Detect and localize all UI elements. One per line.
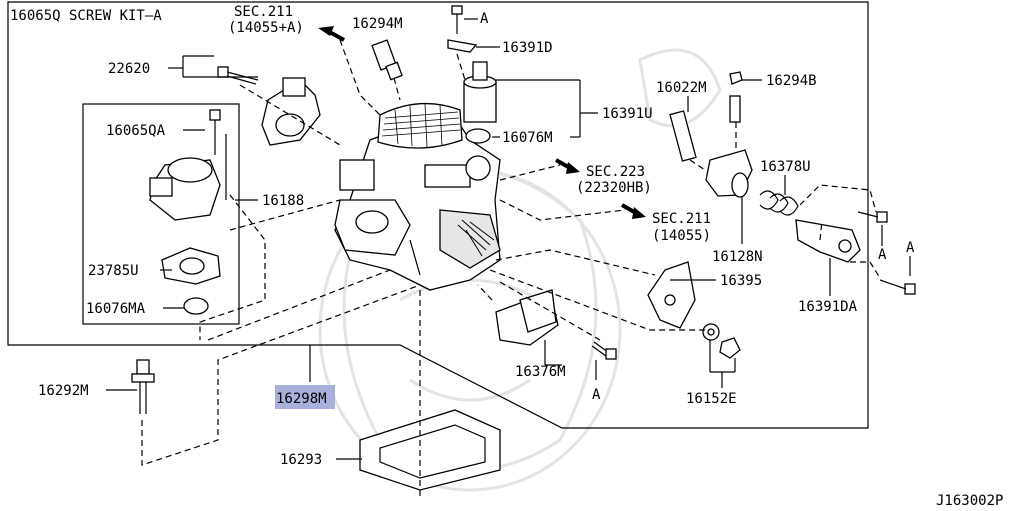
gasket-16293 <box>359 409 501 491</box>
label-a-top: A <box>480 11 489 27</box>
sensor-16188 <box>149 109 221 221</box>
label-16076MA: 16076MA <box>86 301 146 317</box>
throttle-body-assembly <box>334 102 501 291</box>
arrow-sec211-mid <box>621 203 646 219</box>
label-16378U: 16378U <box>760 159 811 175</box>
screw-22620 <box>217 66 259 85</box>
spring-16378U <box>759 190 799 216</box>
bolt-16376M <box>591 341 617 360</box>
oring-16076MA <box>183 297 209 315</box>
screw-16391D <box>447 5 478 53</box>
label-16022M: 16022M <box>656 80 707 96</box>
label-sec223-sub: (22320HB) <box>576 180 652 196</box>
label-16376M: 16376M <box>515 364 566 380</box>
label-16395: 16395 <box>720 273 762 289</box>
bracket-16395 <box>647 261 696 329</box>
bolt-16292M <box>131 359 155 414</box>
label-16294M: 16294M <box>352 16 403 32</box>
label-16294B: 16294B <box>766 73 817 89</box>
label-23785U: 23785U <box>88 263 139 279</box>
label-16065QA: 16065QA <box>106 123 166 139</box>
label-sec211-mid: SEC.211 <box>652 211 711 227</box>
throttle-position-sensor <box>261 77 321 146</box>
label-16391U: 16391U <box>602 106 653 122</box>
label-sec211-top-sub: (14055+A) <box>228 20 304 36</box>
washer-nut-16152E <box>702 323 741 359</box>
sub-box-16188 <box>82 103 240 325</box>
idle-valve-16391U <box>463 61 497 144</box>
highlight-16298M <box>275 385 335 409</box>
label-16188: 16188 <box>262 193 304 209</box>
lever-16128N <box>705 149 753 198</box>
label-16076M: 16076M <box>502 130 553 146</box>
screw-16391DA-upper <box>857 211 888 223</box>
gasket-23785U <box>161 247 221 285</box>
arrow-sec223 <box>555 158 580 174</box>
label-16391DA: 16391DA <box>798 299 858 315</box>
main-frame <box>7 1 869 429</box>
label-a-bottom: A <box>592 387 601 403</box>
bracket-16376M <box>495 289 559 346</box>
label-a-right1: A <box>906 240 915 256</box>
diagram-id: J163002P <box>936 493 1003 509</box>
label-a-right2: A <box>878 247 887 263</box>
arrow-sec211-top <box>318 26 345 42</box>
label-sec211-mid-sub: (14055) <box>652 228 711 244</box>
label-screw-kit: 16065Q SCREW KIT—A <box>10 8 162 24</box>
leader-lines <box>106 46 831 460</box>
pin-16022M <box>669 110 697 162</box>
screw-16391DA-lower <box>879 279 916 295</box>
label-16391D: 16391D <box>502 40 553 56</box>
dashed-lines <box>141 39 881 500</box>
label-16298M: 16298M <box>276 391 327 407</box>
label-sec223: SEC.223 <box>586 164 645 180</box>
label-22620: 22620 <box>108 61 150 77</box>
label-16293: 16293 <box>280 452 322 468</box>
label-16292M: 16292M <box>38 383 89 399</box>
bracket-16391DA <box>795 219 861 263</box>
label-sec211-top: SEC.211 <box>234 4 293 20</box>
label-16128N: 16128N <box>712 249 763 265</box>
nut-16294B <box>729 71 743 123</box>
label-16152E: 16152E <box>686 391 737 407</box>
plug-16294M <box>371 39 403 81</box>
